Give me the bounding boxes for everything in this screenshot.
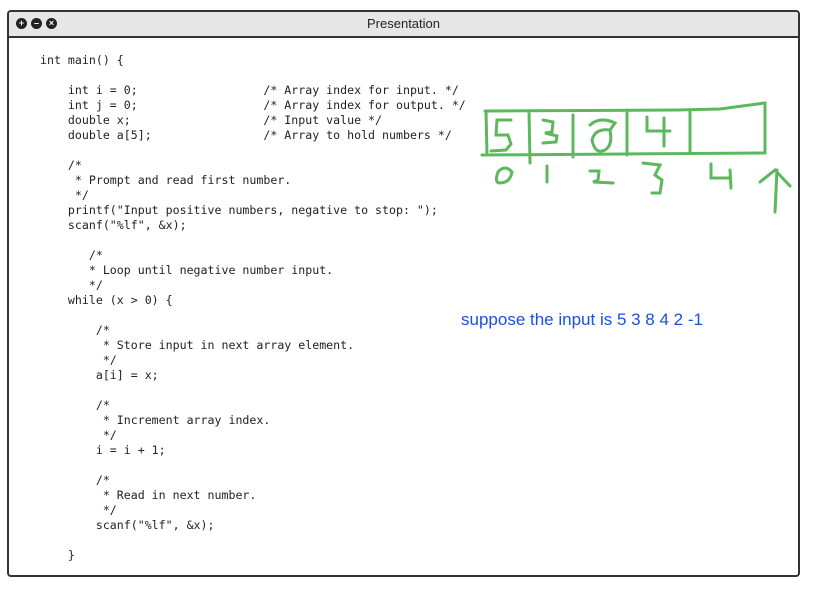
index-3 bbox=[641, 161, 664, 195]
code-line: int i = 0; /* Array index for input. */ bbox=[40, 83, 459, 97]
code-line: printf("Input positive numbers, negative… bbox=[40, 203, 438, 217]
code-line: */ bbox=[40, 353, 117, 367]
digit-4 bbox=[645, 115, 672, 148]
code-line: scanf("%lf", &x); bbox=[40, 518, 215, 532]
minus-icon[interactable]: – bbox=[31, 18, 42, 29]
code-line: * Loop until negative number input. bbox=[40, 263, 334, 277]
array-outline bbox=[480, 101, 767, 165]
index-2 bbox=[588, 169, 615, 185]
code-line: a[i] = x; bbox=[40, 368, 159, 382]
code-line: while (x > 0) { bbox=[40, 293, 173, 307]
code-line: /* bbox=[40, 323, 110, 337]
code-line: int main() { bbox=[40, 53, 124, 67]
index-0 bbox=[494, 166, 514, 185]
code-line: * Read in next number. bbox=[40, 488, 257, 502]
code-line: */ bbox=[40, 278, 103, 292]
digit-3 bbox=[541, 118, 559, 145]
code-listing: int main() { int i = 0; /* Array index f… bbox=[40, 53, 466, 563]
code-line: /* bbox=[40, 398, 110, 412]
code-line: */ bbox=[40, 188, 89, 202]
arrow-up bbox=[758, 167, 792, 214]
input-note: suppose the input is 5 3 8 4 2 -1 bbox=[461, 310, 703, 329]
code-line: scanf("%lf", &x); bbox=[40, 218, 187, 232]
plus-icon[interactable]: + bbox=[16, 18, 27, 29]
code-line: /* bbox=[40, 473, 110, 487]
code-line: */ bbox=[40, 428, 117, 442]
code-line: /* bbox=[40, 248, 103, 262]
code-line: * Prompt and read first number. bbox=[40, 173, 292, 187]
code-line: */ bbox=[40, 503, 117, 517]
close-icon[interactable]: × bbox=[46, 18, 57, 29]
digit-5 bbox=[489, 118, 513, 153]
code-line: double x; /* Input value */ bbox=[40, 113, 383, 127]
code-line: i = i + 1; bbox=[40, 443, 166, 457]
code-line: /* bbox=[40, 158, 82, 172]
code-line: * Increment array index. bbox=[40, 413, 271, 427]
window-title: Presentation bbox=[367, 16, 440, 31]
presentation-window: + – × Presentation int main() { int i = … bbox=[7, 10, 800, 577]
code-line: double a[5]; /* Array to hold numbers */ bbox=[40, 128, 452, 142]
digit-8 bbox=[588, 118, 618, 153]
code-line: * Store input in next array element. bbox=[40, 338, 355, 352]
title-bar: + – × Presentation bbox=[9, 12, 798, 38]
code-line: int j = 0; /* Array index for output. */ bbox=[40, 98, 466, 112]
code-line: } bbox=[40, 548, 75, 562]
index-4 bbox=[709, 162, 733, 190]
